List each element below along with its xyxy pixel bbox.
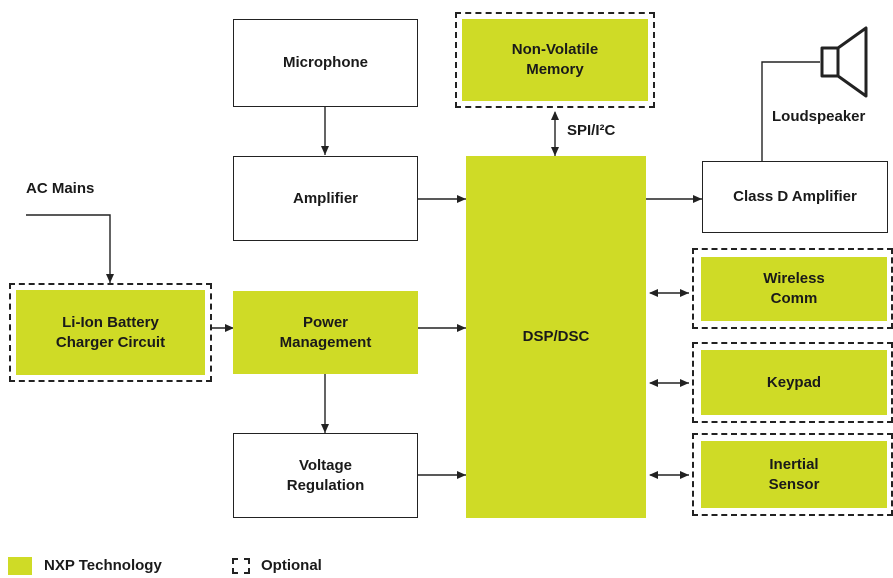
legend-nxp-swatch xyxy=(8,557,32,575)
wireless-comm-label: Wireless Comm xyxy=(763,270,825,307)
legend-optional-swatch xyxy=(232,558,250,574)
voltage-regulation-label: Voltage Regulation xyxy=(286,456,365,494)
ac-mains-label: AC Mains xyxy=(26,180,95,197)
wireless-comm-block: Wireless Comm xyxy=(701,257,887,321)
inertial-sensor-block: Inertial Sensor xyxy=(701,441,887,508)
spi-i2c-label: SPI/I²C xyxy=(567,122,616,139)
microphone-block: Microphone xyxy=(233,19,418,107)
class-d-amplifier-label: Class D Amplifier xyxy=(733,188,857,205)
inertial-sensor-label: Inertial Sensor xyxy=(768,455,820,493)
power-management-label: Power Management xyxy=(279,313,372,351)
amplifier-block: Amplifier xyxy=(233,156,418,241)
amplifier-label: Amplifier xyxy=(292,189,358,207)
legend-optional-label: Optional xyxy=(261,557,322,574)
optional-frame-memory xyxy=(455,12,655,108)
optional-frame-charger xyxy=(9,283,212,382)
legend-nxp-label: NXP Technology xyxy=(44,557,162,574)
non-volatile-memory-block: Non-Volatile Memory xyxy=(462,19,648,101)
dsp-dsc-block: DSP/DSC xyxy=(466,156,646,518)
li-ion-charger-block: Li-Ion Battery Charger Circuit xyxy=(16,290,205,375)
keypad-label: Keypad xyxy=(766,373,822,391)
class-d-amplifier-block: Class D Amplifier xyxy=(702,161,888,233)
classd-to-speaker-line xyxy=(761,61,820,161)
loudspeaker-icon xyxy=(820,26,868,98)
keypad-block: Keypad xyxy=(701,350,887,415)
microphone-label: Microphone xyxy=(283,54,368,71)
loudspeaker-label: Loudspeaker xyxy=(772,108,866,125)
li-ion-charger-label: Li-Ion Battery Charger Circuit xyxy=(55,313,166,351)
voltage-regulation-block: Voltage Regulation xyxy=(233,433,418,518)
power-management-block: Power Management xyxy=(233,291,418,374)
optional-frame-wireless xyxy=(692,248,893,329)
ac-mains-to-charger-arrow xyxy=(26,214,114,283)
optional-frame-keypad xyxy=(692,342,893,423)
non-volatile-memory-label: Non-Volatile Memory xyxy=(511,41,599,78)
optional-frame-inertial xyxy=(692,433,893,516)
dsp-dsc-label: DSP/DSC xyxy=(522,328,590,345)
